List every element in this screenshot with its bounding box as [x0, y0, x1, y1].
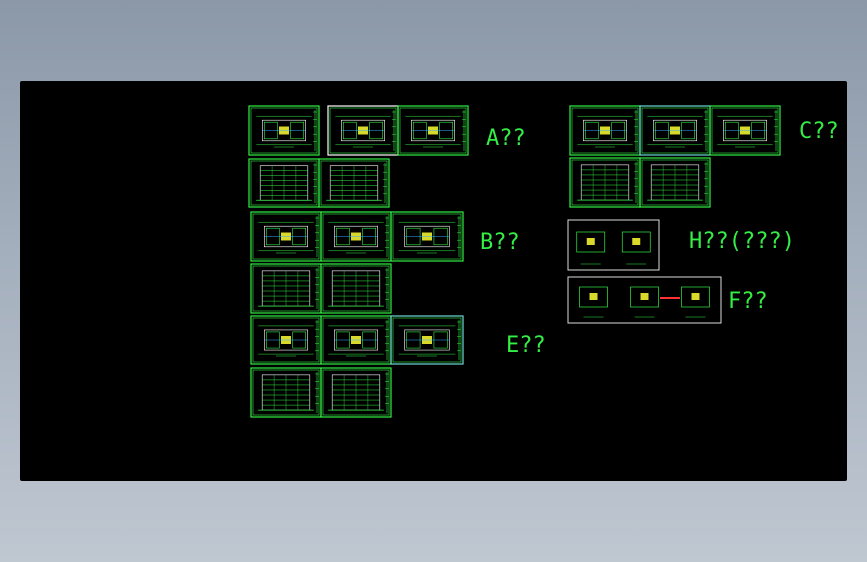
drawing-sheet-18[interactable] — [709, 105, 781, 156]
drawing-sheet-8[interactable] — [390, 211, 464, 262]
drawing-sheet-6[interactable] — [250, 211, 322, 262]
drawing-sheet-15[interactable] — [320, 367, 392, 418]
group-label-h: H??(???) — [689, 229, 795, 254]
drawing-sheet-2[interactable] — [327, 105, 399, 156]
drawing-sheet-7[interactable] — [320, 211, 392, 262]
drawing-sheet-12[interactable] — [320, 315, 392, 365]
drawing-sheet-5[interactable] — [318, 158, 390, 208]
drawing-sheet-4[interactable] — [248, 158, 320, 208]
drawing-sheet-3[interactable] — [397, 105, 469, 156]
drawing-sheet-22[interactable] — [567, 276, 722, 324]
drawing-sheet-17[interactable] — [639, 105, 711, 156]
drawing-sheet-1[interactable] — [248, 105, 320, 156]
drawing-sheet-20[interactable] — [639, 157, 711, 208]
group-label-f: F?? — [728, 289, 768, 314]
drawing-sheet-10[interactable] — [320, 263, 392, 314]
group-label-c: C?? — [799, 119, 839, 144]
drawing-sheet-14[interactable] — [250, 367, 322, 418]
drawing-sheet-13[interactable] — [390, 315, 464, 365]
drawing-sheets — [248, 105, 781, 418]
group-label-a: A?? — [486, 126, 526, 151]
drawing-sheet-11[interactable] — [250, 315, 322, 365]
group-label-b: B?? — [480, 230, 520, 255]
group-label-e: E?? — [506, 333, 546, 358]
drawing-sheet-21[interactable] — [567, 219, 660, 271]
cad-drawing-canvas[interactable]: A?? B?? E?? C?? H??(???) F?? — [20, 81, 847, 481]
cad-drawing-viewport[interactable]: A?? B?? E?? C?? H??(???) F?? — [20, 81, 847, 481]
drawing-sheet-19[interactable] — [569, 157, 641, 208]
drawing-sheet-16[interactable] — [569, 105, 641, 156]
drawing-sheet-9[interactable] — [250, 263, 322, 314]
